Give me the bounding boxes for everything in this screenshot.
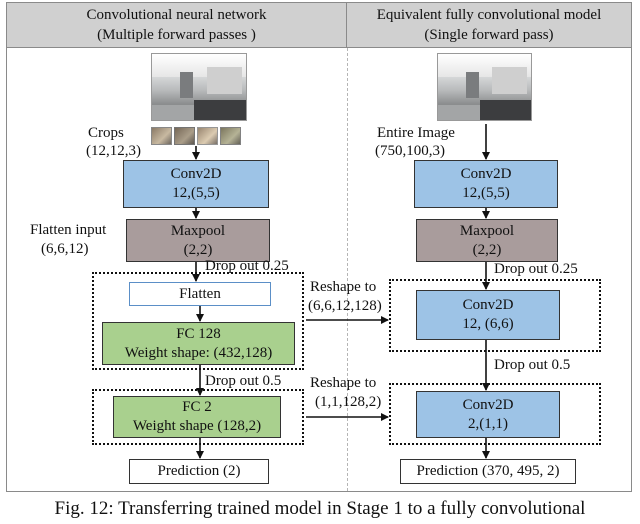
diagram-frame — [6, 2, 632, 492]
reshape-shape-2: (1,1,128,2) — [315, 394, 382, 410]
fc2-title: FC 2 — [182, 399, 212, 415]
reshape-label-2: Reshape to — [310, 375, 377, 391]
fcn-dropout-025: Drop out 0.25 — [494, 261, 578, 277]
cnn-maxpool-title: Maxpool — [170, 222, 226, 239]
fc2-box: FC 2 Weight shape (128,2) — [113, 396, 281, 438]
cnn-conv2d-title: Conv2D — [170, 166, 222, 182]
crop-thumbnail-2 — [174, 127, 195, 145]
cnn-conv2d-box: Conv2D 12,(5,5) — [123, 160, 269, 208]
cnn-maxpool-params: (2,2) — [183, 241, 213, 258]
fcn-conv2d-3-title: Conv2D — [462, 396, 514, 413]
crop-thumbnail-3 — [197, 127, 218, 145]
crops-label: Crops — [88, 125, 124, 141]
fcn-conv2d-2-title: Conv2D — [462, 297, 514, 313]
entire-image-shape: (750,100,3) — [375, 143, 445, 159]
column-divider — [347, 48, 348, 491]
fcn-conv-group-2 — [389, 383, 601, 445]
figure-caption: Fig. 12: Transferring trained model in S… — [54, 498, 586, 519]
crop-thumbnail-4 — [220, 127, 241, 145]
fcn-dropout-05: Drop out 0.5 — [494, 357, 571, 373]
fc2-weights: Weight shape (128,2) — [132, 418, 262, 434]
fcn-conv2d-3-params: 2,(1,1) — [468, 415, 508, 432]
fcn-conv-group-1 — [389, 279, 601, 352]
flatten-box: Flatten — [129, 282, 271, 306]
crop-thumbnail-1 — [151, 127, 172, 145]
room-photo-right — [437, 53, 532, 121]
header-cnn-subtitle: (Multiple forward passes ) — [97, 27, 256, 43]
fcn-conv2d-1-box: Conv2D 12,(5,5) — [414, 160, 558, 208]
fcn-prediction-box: Prediction (370, 495, 2) — [400, 459, 576, 484]
cnn-prediction-label: Prediction (2) — [157, 463, 241, 479]
cnn-prediction-box: Prediction (2) — [129, 459, 269, 484]
fc128-box: FC 128 Weight shape: (432,128) — [102, 322, 295, 365]
cnn-conv2d-params: 12,(5,5) — [172, 185, 220, 201]
header-cnn-title: Convolutional neural network — [86, 7, 267, 23]
header-fcn-subtitle: (Single forward pass) — [424, 27, 554, 43]
fc128-title: FC 128 — [176, 325, 221, 342]
crops-shape: (12,12,3) — [86, 143, 141, 159]
header-cnn: Convolutional neural network (Multiple f… — [7, 3, 347, 48]
fcn-conv2d-3-box: Conv2D 2,(1,1) — [416, 391, 560, 438]
fcn-conv2d-2-params: 12, (6,6) — [462, 316, 514, 332]
cnn-dense-group — [92, 272, 304, 370]
room-photo-left — [151, 53, 247, 121]
flatten-input-label: Flatten input — [30, 222, 107, 238]
flatten-input-shape: (6,6,12) — [41, 241, 89, 257]
fcn-maxpool-params: (2,2) — [472, 241, 502, 258]
fcn-prediction-label: Prediction (370, 495, 2) — [416, 463, 560, 479]
reshape-label-1: Reshape to — [310, 279, 377, 295]
header-fcn-title: Equivalent fully convolutional model — [376, 7, 602, 23]
entire-image-label: Entire Image — [377, 125, 455, 141]
fcn-maxpool-title: Maxpool — [459, 222, 515, 239]
fcn-conv2d-1-params: 12,(5,5) — [462, 185, 510, 201]
fc128-weights: Weight shape: (432,128) — [124, 344, 273, 361]
reshape-shape-1: (6,6,12,128) — [308, 298, 382, 314]
fcn-conv2d-1-title: Conv2D — [460, 166, 512, 182]
flatten-label: Flatten — [179, 285, 221, 302]
cnn-dropout-05: Drop out 0.5 — [205, 373, 282, 389]
header-fcn: Equivalent fully convolutional model (Si… — [347, 3, 631, 48]
cnn-maxpool-box: Maxpool (2,2) — [126, 219, 270, 262]
fcn-conv2d-2-box: Conv2D 12, (6,6) — [416, 290, 560, 340]
cnn-dropout-025: Drop out 0.25 — [205, 258, 289, 274]
fcn-maxpool-box: Maxpool (2,2) — [416, 219, 558, 262]
